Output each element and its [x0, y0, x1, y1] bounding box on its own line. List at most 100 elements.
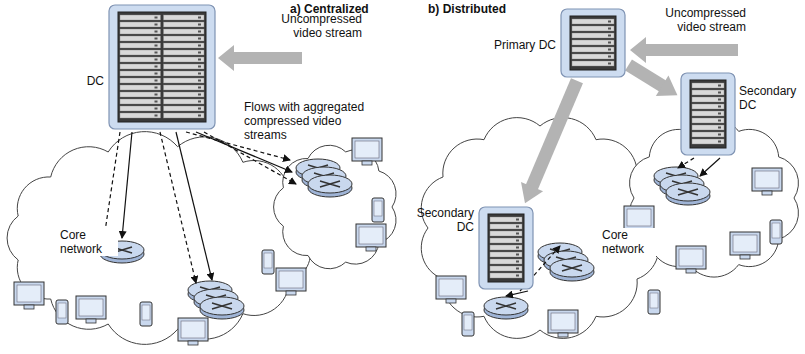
slot-led [718, 106, 721, 108]
network-cloud [274, 145, 396, 268]
slot-led [198, 38, 201, 40]
slot-led [155, 31, 158, 33]
server-slot [692, 132, 724, 137]
rack-frame [561, 9, 625, 77]
server-slot [572, 54, 614, 59]
phone-screen [264, 253, 272, 268]
stream-shaft [629, 65, 664, 87]
server-slot [164, 71, 205, 76]
slot-led [155, 101, 158, 103]
slot-led [198, 66, 201, 68]
input-arrow [630, 37, 738, 63]
slot-led [198, 101, 201, 103]
server-slot [692, 104, 724, 109]
phone-screen [58, 303, 66, 318]
server-slot [490, 245, 522, 250]
server-slot [120, 99, 161, 104]
monitor-screen [359, 227, 383, 244]
router-cross [562, 265, 582, 271]
server-slot [164, 64, 205, 69]
rack-body [118, 12, 206, 122]
slot-led [718, 141, 721, 143]
server-slot [572, 26, 614, 31]
input-arrow [218, 45, 302, 71]
router-cross [678, 189, 698, 195]
slot-led [516, 247, 519, 249]
monitor-icon [436, 276, 466, 299]
server-slot [120, 78, 161, 83]
slot-led [155, 108, 158, 110]
monitor-icon [676, 246, 706, 269]
server-slot [490, 266, 522, 271]
router-cross [320, 181, 340, 187]
monitor-icon [76, 296, 106, 319]
rack-drawing [478, 206, 534, 290]
monitor-stand [366, 247, 376, 251]
slot-led [608, 42, 611, 44]
router-icon [666, 183, 710, 201]
slot-led [155, 66, 158, 68]
server-slot [120, 29, 161, 34]
slot-led [155, 24, 158, 26]
slot-led [198, 24, 201, 26]
slot-led [516, 275, 519, 277]
monitor-stand [286, 291, 296, 295]
server-slot [490, 238, 522, 243]
phone-screen [650, 293, 658, 308]
rack-frame [681, 73, 735, 155]
phone-icon [262, 250, 274, 274]
monitor-stand [446, 299, 456, 303]
slot-led [516, 226, 519, 228]
slot-led [608, 49, 611, 51]
slot-led [608, 21, 611, 23]
server-slot [120, 64, 161, 69]
flow-arrow [506, 291, 528, 296]
monitor-icon [752, 168, 782, 191]
server-slot [120, 106, 161, 111]
monitor-screen [17, 285, 41, 302]
flow-arrow [104, 132, 120, 238]
monitor-screen [181, 321, 205, 338]
slot-led [198, 59, 201, 61]
network-cloud [7, 132, 310, 345]
monitor-screen [733, 235, 757, 252]
monitor-stand [686, 269, 696, 273]
monitor-icon [624, 206, 654, 229]
stream-arrow [629, 65, 678, 96]
monitor-screen [279, 271, 303, 288]
annotation-label: Uncompressed video stream [646, 6, 746, 34]
monitor-icon [14, 282, 44, 305]
flow-arrow [678, 158, 694, 168]
server-slot [572, 33, 614, 38]
slot-led [155, 59, 158, 61]
server-slot [692, 139, 724, 144]
server-slot [572, 40, 614, 45]
slot-led [198, 45, 201, 47]
server-slot [572, 47, 614, 52]
annotation-label: Core network [58, 228, 118, 256]
server-slot [692, 83, 724, 88]
monitor-screen [627, 209, 651, 226]
datacenter-rack: Primary DC [560, 8, 626, 78]
slot-led [718, 127, 721, 129]
rack-frame [109, 5, 215, 129]
slot-led [155, 52, 158, 54]
server-slot [120, 113, 161, 118]
flow-arrow [160, 132, 196, 283]
router-icon [484, 297, 528, 315]
monitor-screen [755, 171, 779, 188]
server-slot [164, 43, 205, 48]
annotation-label: Uncompressed video stream [262, 12, 362, 40]
annotation-label: Flows with aggregated compressed video s… [244, 100, 384, 142]
router-cross [212, 303, 232, 309]
server-slot [692, 90, 724, 95]
slot-led [718, 113, 721, 115]
slot-led [608, 35, 611, 37]
slot-led [516, 219, 519, 221]
server-slot [120, 15, 161, 20]
monitor-screen [439, 279, 463, 296]
slot-led [608, 63, 611, 65]
monitor-stand [762, 191, 772, 195]
server-slot [490, 224, 522, 229]
slot-led [516, 268, 519, 270]
